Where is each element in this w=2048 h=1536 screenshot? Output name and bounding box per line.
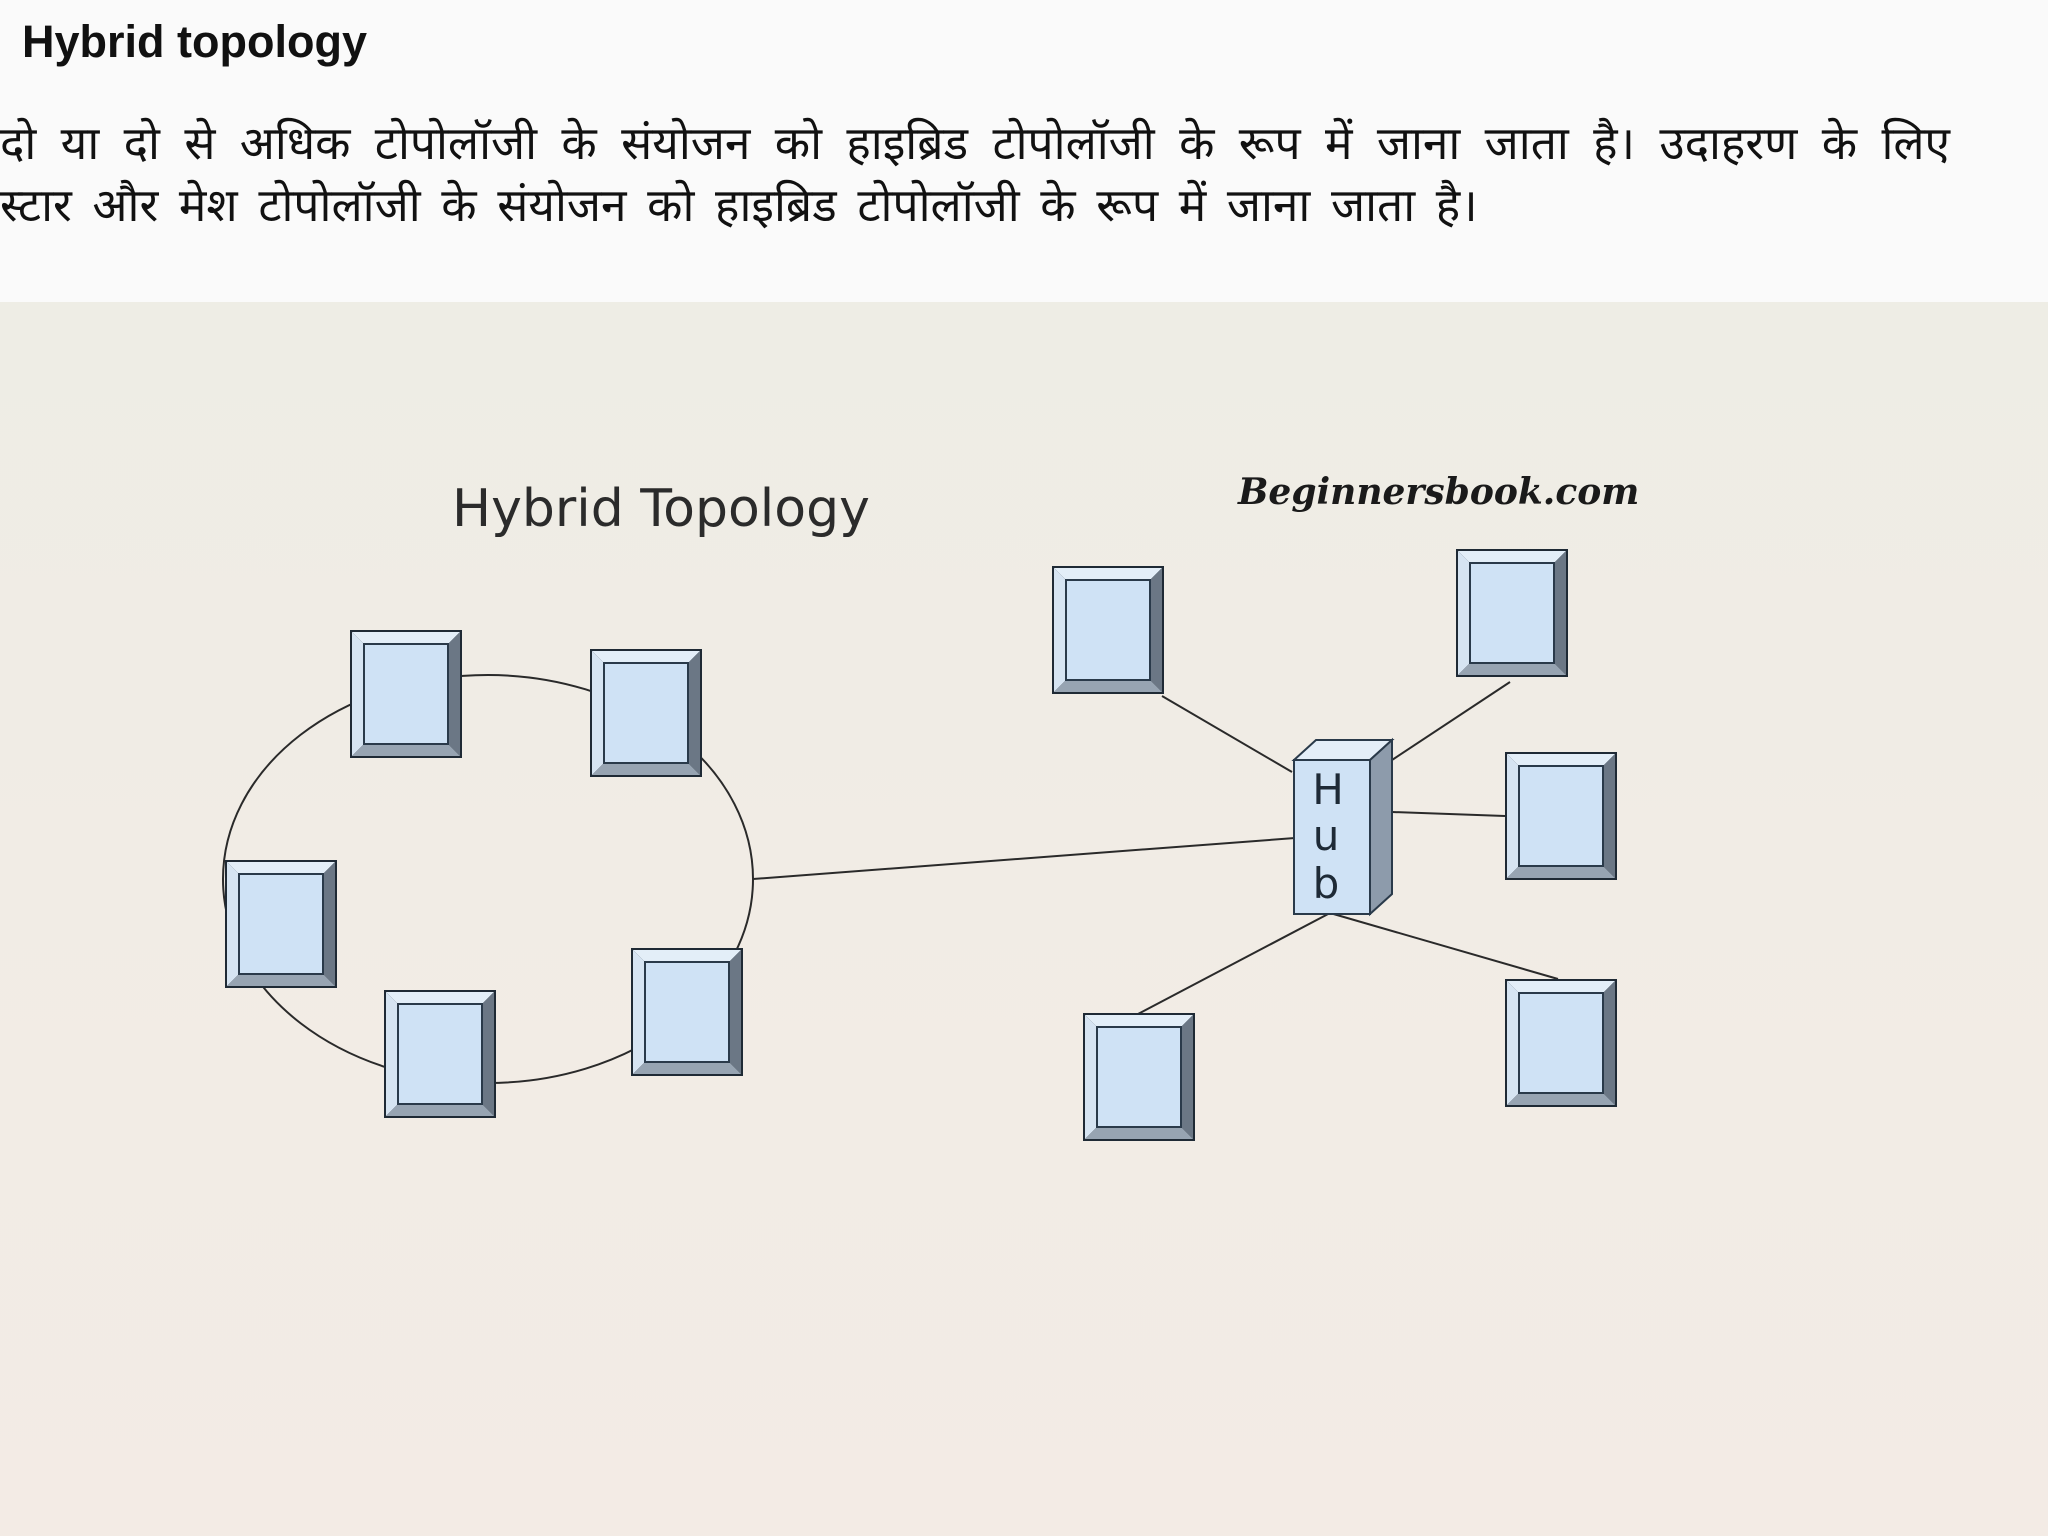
description-text: दो या दो से अधिक टोपोलॉजी के संयोजन को ह…: [0, 116, 1950, 232]
ring-node: [224, 859, 338, 989]
hub-label-letter: b: [1313, 859, 1340, 908]
ring-node: [383, 989, 497, 1119]
hub-label-letter: u: [1313, 811, 1340, 860]
star-node: [1504, 751, 1618, 881]
ring-node: [630, 947, 744, 1077]
hub-device: H u b: [1291, 737, 1395, 917]
star-node: [1504, 978, 1618, 1108]
watermark-logo: Beginnersbook.com: [1237, 471, 1639, 513]
star-node: [1051, 565, 1165, 695]
star-node: [1455, 548, 1569, 678]
star-link-3: [1391, 811, 1506, 817]
star-node: [1082, 1012, 1196, 1142]
star-link-2: [1391, 681, 1511, 761]
hybrid-topology-diagram: Hybrid Topology Beginnersbook.com H u: [0, 302, 2048, 1536]
star-link-1: [1161, 695, 1293, 773]
star-link-4: [1137, 912, 1331, 1015]
ring-node: [589, 648, 703, 778]
hub-label-letter: H: [1312, 765, 1344, 814]
diagram-canvas: Hybrid Topology Beginnersbook.com H u: [222, 471, 1639, 1142]
page-title: Hybrid topology: [22, 16, 367, 67]
ring-node: [349, 629, 463, 759]
star-link-5: [1329, 912, 1559, 980]
diagram-title: Hybrid Topology: [452, 479, 870, 539]
ring-to-hub-link: [752, 837, 1296, 880]
